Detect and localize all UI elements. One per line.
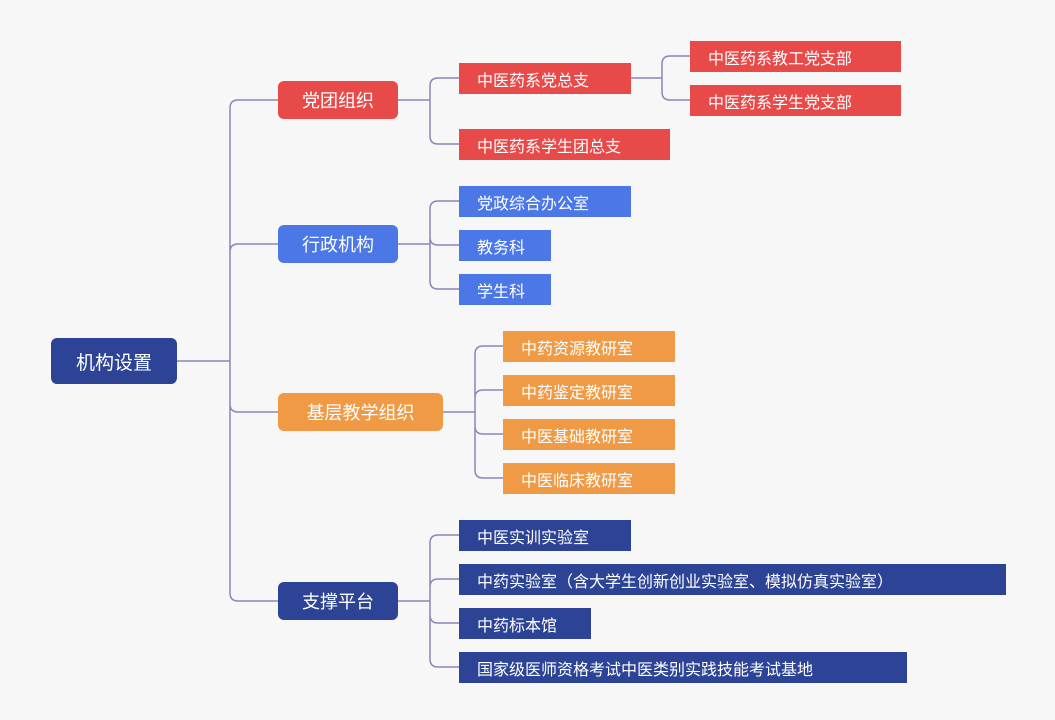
node-student-league-branch: 中医药系学生团总支 <box>459 129 670 160</box>
connector-root-path <box>177 99 278 602</box>
connector-platform <box>398 534 459 668</box>
connector-admin-path <box>398 200 459 290</box>
root-node: 机构设置 <box>51 338 177 384</box>
node-exam-base: 国家级医师资格考试中医类别实践技能考试基地 <box>459 652 907 683</box>
node-party-general-branch: 中医药系党总支 <box>459 63 631 94</box>
node-staff-party-branch: 中医药系教工党支部 <box>690 41 901 72</box>
connector-party <box>398 77 459 145</box>
connector-party-general-path <box>631 55 690 101</box>
connector-root <box>177 99 278 602</box>
connector-teaching <box>443 345 503 479</box>
branch-party: 党团组织 <box>278 81 398 119</box>
node-chinese-medicine-lab: 中药实验室（含大学生创新创业实验室、模拟仿真实验室） <box>459 564 1006 595</box>
connector-party-path <box>398 77 459 145</box>
node-student-affairs: 学生科 <box>459 274 551 305</box>
node-tcm-resources-lab: 中药资源教研室 <box>503 331 675 362</box>
node-general-office: 党政综合办公室 <box>459 186 631 217</box>
branch-teaching: 基层教学组织 <box>278 393 443 431</box>
node-tcm-identification-lab: 中药鉴定教研室 <box>503 375 675 406</box>
connector-platform-path <box>398 534 459 668</box>
node-academic-affairs: 教务科 <box>459 230 551 261</box>
node-student-party-branch: 中医药系学生党支部 <box>690 85 901 116</box>
node-tcm-basics-lab: 中医基础教研室 <box>503 419 675 450</box>
node-tcm-training-lab: 中医实训实验室 <box>459 520 631 551</box>
branch-admin: 行政机构 <box>278 225 398 263</box>
connector-party-general <box>631 55 690 101</box>
connector-teaching-path <box>443 345 503 479</box>
branch-platform: 支撑平台 <box>278 582 398 620</box>
connector-admin <box>398 200 459 290</box>
node-specimen-museum: 中药标本馆 <box>459 608 591 639</box>
node-tcm-clinical-lab: 中医临床教研室 <box>503 463 675 494</box>
